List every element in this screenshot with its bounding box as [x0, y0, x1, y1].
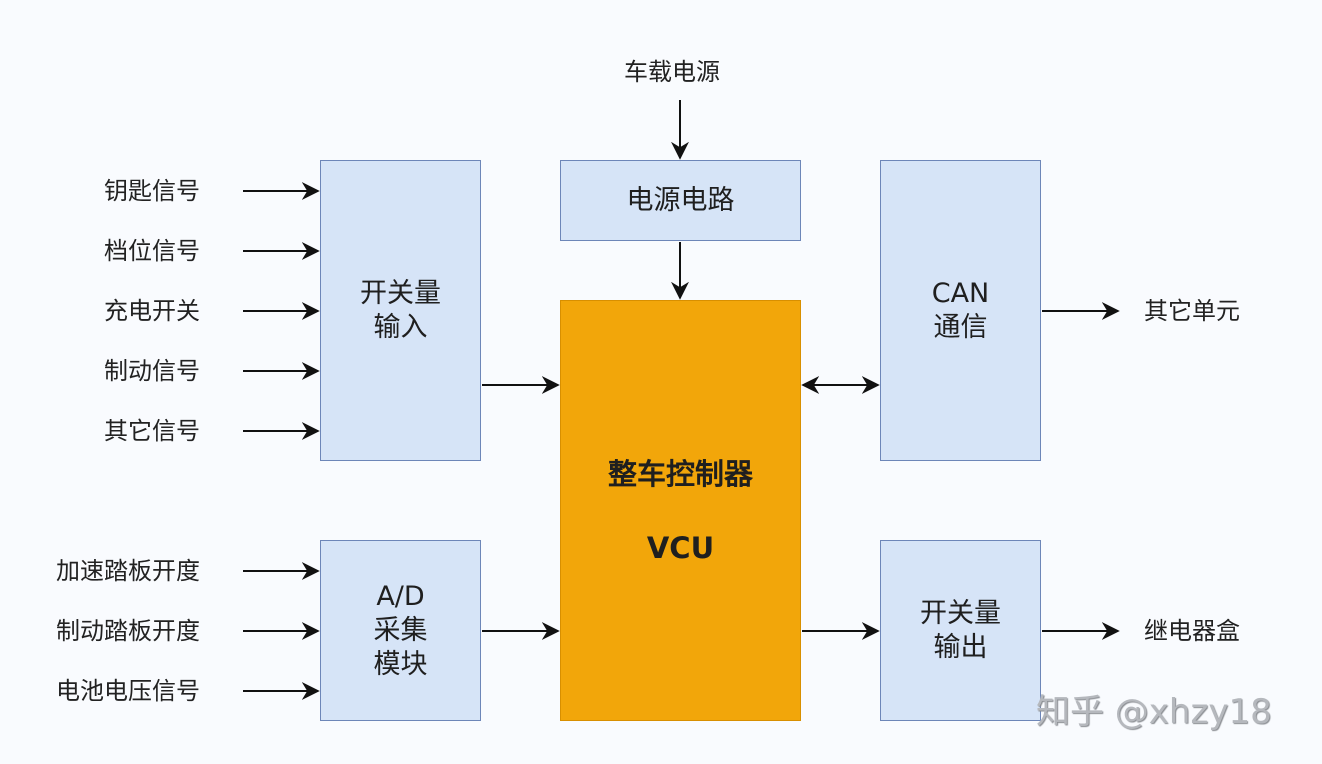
power-circuit-block: 电源电路 [560, 160, 801, 241]
input-label-gear: 档位信号 [104, 237, 200, 265]
input-label-charge: 充电开关 [104, 297, 200, 325]
input-label-other: 其它信号 [104, 417, 200, 445]
watermark: 知乎 @xhzy18 [1036, 692, 1272, 732]
can-label-line1: CAN [931, 277, 990, 309]
switch-output-label-line2: 输出 [933, 631, 988, 663]
analog-label-accel: 加速踏板开度 [56, 557, 200, 585]
ad-module-label-line3: 模块 [373, 648, 428, 680]
switch-output-block: 开关量 输出 [880, 540, 1041, 721]
input-label-key: 钥匙信号 [104, 177, 200, 205]
input-label-brake: 制动信号 [104, 357, 200, 385]
switch-input-block: 开关量 输入 [320, 160, 481, 461]
analog-label-battery: 电池电压信号 [56, 677, 200, 705]
vcu-block: 整车控制器 VCU [560, 300, 801, 721]
output-label-other-units: 其它单元 [1144, 297, 1240, 325]
vcu-label-cn: 整车控制器 [607, 456, 753, 491]
output-label-relay-box: 继电器盒 [1144, 617, 1240, 645]
ad-module-label-line1: A/D [376, 580, 425, 612]
power-circuit-label: 电源电路 [626, 184, 735, 216]
switch-input-label-line2: 输入 [373, 311, 428, 343]
analog-label-brake: 制动踏板开度 [56, 617, 200, 645]
switch-output-label-line1: 开关量 [920, 597, 1001, 629]
ad-module-block: A/D 采集 模块 [320, 540, 481, 721]
can-block: CAN 通信 [880, 160, 1041, 461]
power-source-label: 车载电源 [624, 58, 720, 86]
vcu-label-en: VCU [646, 530, 715, 565]
switch-input-label-line1: 开关量 [360, 277, 441, 309]
ad-module-label-line2: 采集 [373, 614, 428, 646]
can-label-line2: 通信 [933, 311, 988, 343]
